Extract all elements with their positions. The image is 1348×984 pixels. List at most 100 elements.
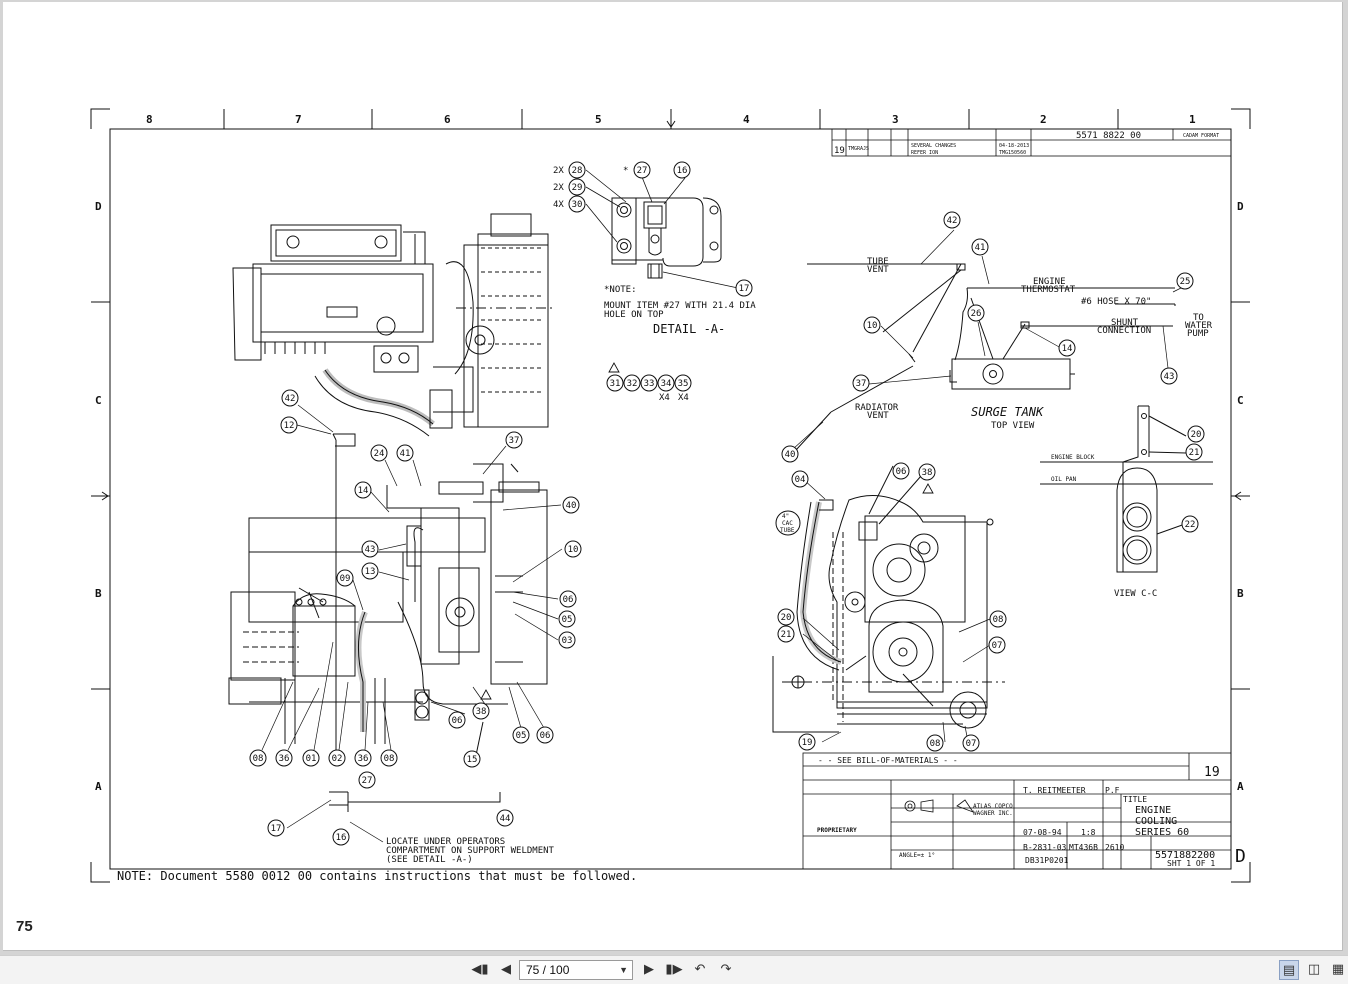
radiator-vent-label-2: VENT [867,411,889,421]
revision-doc-number: 5571 8822 00 [1076,131,1141,141]
sheet-label: SHT 1 OF 1 [1167,859,1215,868]
balloon-42: 42 [285,394,296,404]
grid-col-7: 7 [295,113,302,126]
doc-ref-1: B-2831-03 [1023,843,1067,852]
balloon-12: 12 [284,421,295,431]
balloon-32: 32 [627,379,638,389]
balloon-06: 06 [563,595,574,605]
balloon-33: 33 [644,379,655,389]
balloon-21: 21 [781,630,792,640]
title-line-2: COOLING [1135,816,1177,827]
balloon-16-detail: 16 [677,166,688,176]
page-number: 75 [16,918,33,935]
balloon-24: 24 [374,449,385,459]
balloon-30: 30 [572,200,583,210]
detail-a-star: * [623,166,628,176]
grid-col-2: 2 [1040,113,1047,126]
title-line-1: ENGINE [1135,805,1171,816]
balloon-10: 10 [568,545,579,555]
balloon-06-front: 06 [896,467,907,477]
view-cc [1040,405,1213,573]
balloon-06-lower: 06 [452,716,463,726]
last-page-icon[interactable]: ▮▶ [665,962,683,977]
document-viewer[interactable]: 8 7 6 5 4 3 2 1 D C B A D C B A [0,0,1348,955]
cac-tube-2: CAC [782,520,793,527]
radiator-vent-label-1: RADIATOR [855,403,899,413]
locate-note-3: (SEE DETAIL -A-) [386,855,473,865]
title-date: 07-08-94 [1023,828,1062,837]
detail-a-note-line2: HOLE ON TOP [604,310,664,320]
grid-col-3: 3 [892,113,899,126]
detail-a-qty-30: 4X [553,200,564,210]
proprietary-label: PROPRIETARY [817,827,857,834]
bom-label: - - SEE BILL-OF-MATERIALS - - [818,756,958,765]
locate-note-1: LOCATE UNDER OPERATORS [386,837,505,847]
drawing-number: 5571882200 [1155,850,1215,861]
detail-a-qty-29: 2X [553,183,564,193]
balloon-43: 43 [365,545,376,555]
grid-col-6: 6 [444,113,451,126]
balloon-08-right: 08 [384,754,395,764]
balloon-06-bottom: 06 [540,731,551,741]
go-forward-icon[interactable]: ↷ [720,962,732,977]
revision-block [831,128,1232,157]
balloon-28: 28 [572,166,583,176]
grid-col-1: 1 [1189,113,1196,126]
next-page-icon[interactable]: ▶ [644,962,654,977]
hose-label: #6 HOSE X 70" [1081,297,1151,307]
balloon-37-surge: 37 [856,379,867,389]
first-page-icon[interactable]: ◀▮ [471,962,489,977]
balloon-36-right: 36 [358,754,369,764]
detail-a-note-line1: MOUNT ITEM #27 WITH 21.4 DIA [604,301,756,311]
balloon-14-surge: 14 [1062,344,1073,354]
to-water-pump-3: PUMP [1187,329,1209,339]
balloon-31: 31 [610,379,621,389]
engine-top-view [232,213,556,437]
engine-front-view [772,465,1005,733]
detail-a-note-head: *NOTE: [604,285,637,295]
balloon-08-left: 08 [253,754,264,764]
company-line-1: ATLAS COPCO [973,803,1013,810]
balloon-40-front: 40 [785,450,796,460]
balloon-13: 13 [365,567,376,577]
balloon-15: 15 [467,755,478,765]
balloon-41: 41 [400,449,411,459]
tube-vent-label-2: VENT [867,265,889,275]
go-back-icon[interactable]: ↶ [694,962,706,977]
doc-ref-4: DB31P0201 [1025,856,1069,865]
balloon-09: 09 [340,574,351,584]
balloon-19: 19 [802,738,813,748]
title-label: TITLE [1123,795,1147,804]
page-indicator: 75 / 100 [526,963,570,977]
balloon-40: 40 [566,501,577,511]
surge-tank-top-view [795,263,1176,451]
balloon-17-detail: 17 [739,284,750,294]
single-page-view-icon[interactable]: ▤ [1279,960,1299,980]
page-number-select[interactable]: 75 / 100 ▼ [519,960,633,980]
balloon-34: 34 [661,379,672,389]
balloon-16: 16 [336,833,347,843]
balloon-37: 37 [509,436,520,446]
oil-pan-label: OIL PAN [1051,476,1077,483]
two-page-view-icon[interactable]: ◫ [1307,962,1321,977]
balloon-02: 02 [332,754,343,764]
balloon-43-surge: 43 [1164,372,1175,382]
balloon-01: 01 [306,754,317,764]
detail-a-bracket [611,197,722,279]
balloon-20: 20 [781,613,792,623]
grid-col-5: 5 [595,113,602,126]
previous-page-icon[interactable]: ◀ [501,962,511,977]
grid-row-c: C [95,394,102,407]
thumbnail-view-icon[interactable]: ▦ [1331,962,1345,977]
balloon-circles [249,161,1205,846]
engine-thermostat-label-2: THERMOSTAT [1021,285,1076,295]
balloon-22: 22 [1185,520,1196,530]
to-water-pump-1: TO [1193,313,1204,323]
engine-block-label: ENGINE BLOCK [1051,454,1095,461]
shunt-label-1: SHUNT [1111,318,1139,328]
balloon-36-left: 36 [279,754,290,764]
title-line-3: SERIES 60 [1135,827,1189,838]
grid-row-a: A [95,780,102,793]
balloon-03: 03 [562,636,573,646]
balloon-38: 38 [476,707,487,717]
